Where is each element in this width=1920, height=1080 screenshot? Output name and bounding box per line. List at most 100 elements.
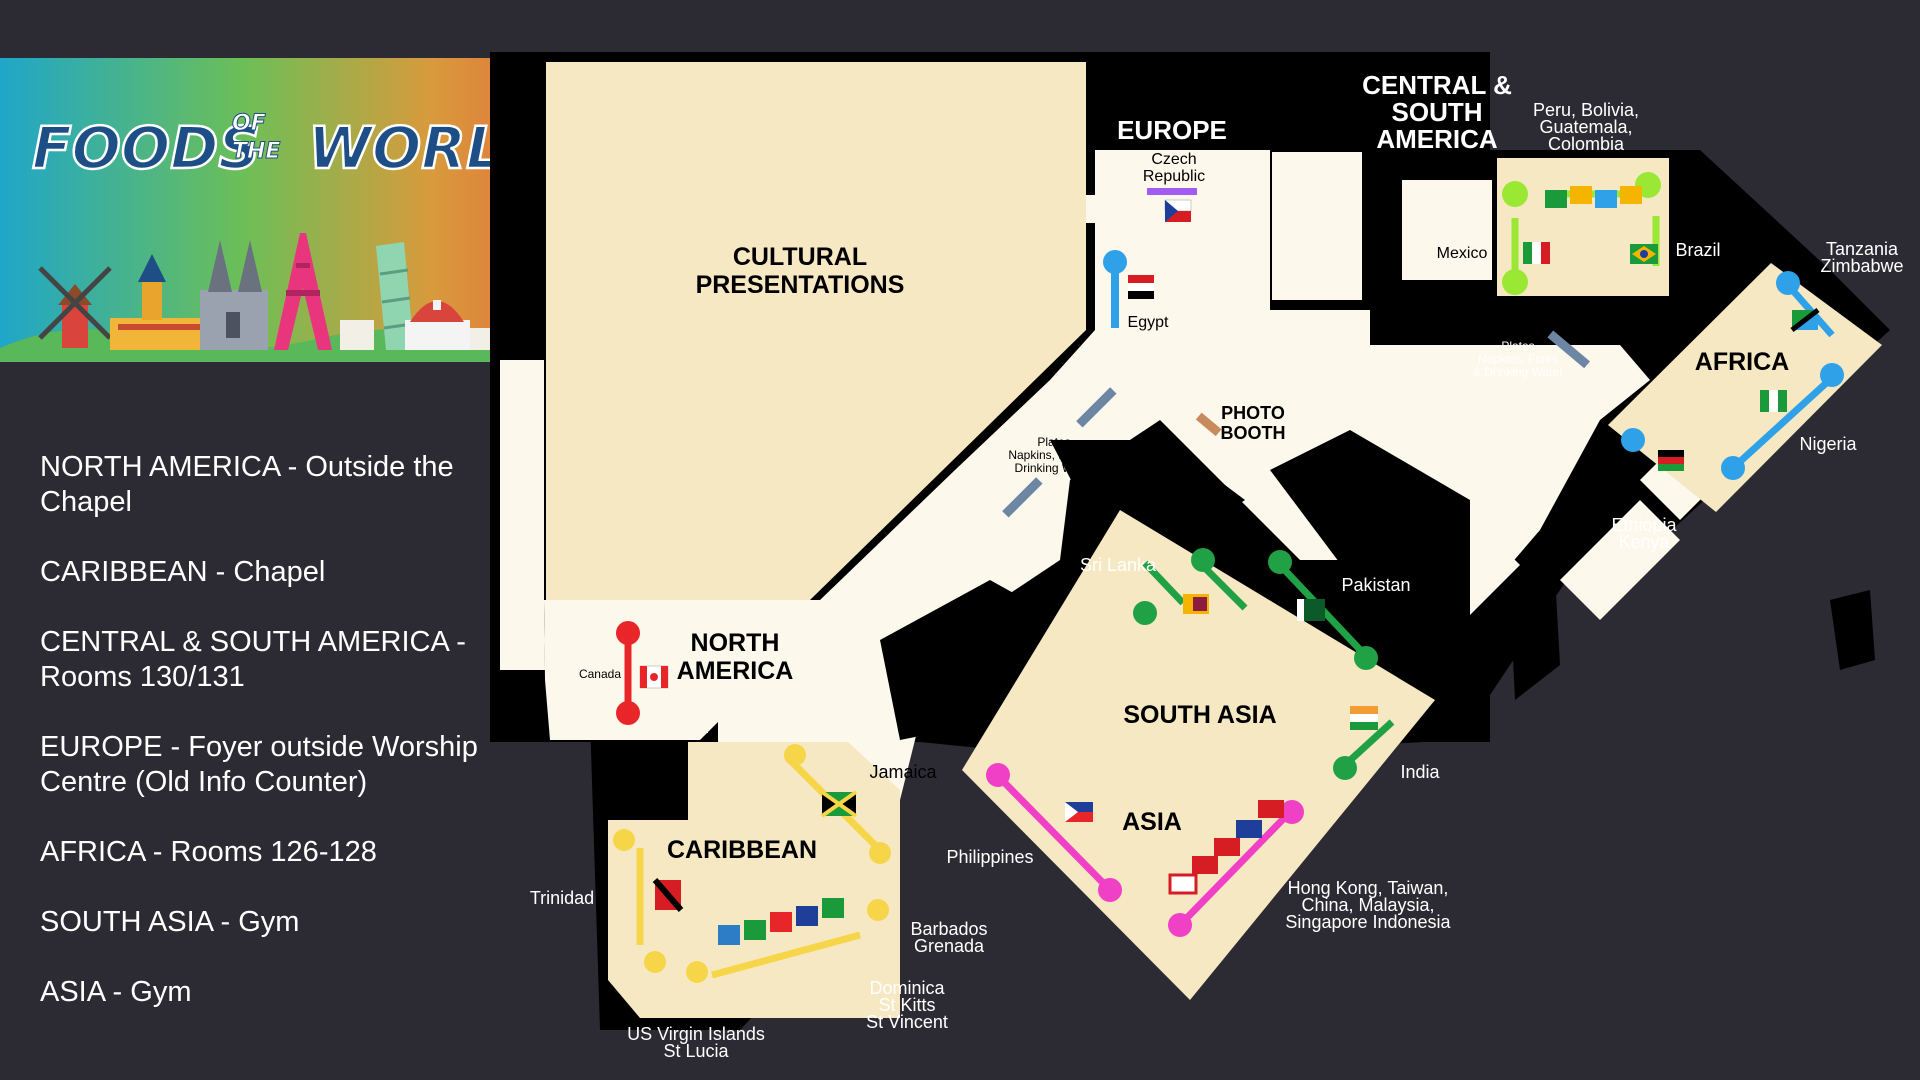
czech-label-line2: Republic: [1143, 168, 1205, 185]
mexico-label: Mexico: [1437, 245, 1488, 262]
jamaica-flag-icon: [820, 790, 858, 818]
banner-title-foods: FOODS: [32, 114, 260, 182]
south-asia-label: SOUTH ASIA: [1123, 701, 1276, 729]
photo-booth-label-line2: BOOTH: [1221, 423, 1286, 443]
trinidad-flag-icon: [652, 878, 684, 912]
dominica-label: Dominica: [869, 978, 945, 998]
hall-supplies-label-line2: Napkins, Forks &: [1008, 448, 1099, 462]
gym-south-asia-asia: SOUTH ASIA ASIA: [962, 510, 1435, 1000]
hallways: [500, 150, 1740, 820]
foods-of-the-world-banner: FOODS OF THE WORLD: [0, 58, 540, 362]
europe-label: EUROPE: [1117, 115, 1227, 145]
kenya-label: Kenya: [1618, 532, 1670, 552]
legend-item-south-asia: SOUTH ASIA - Gym: [40, 906, 300, 938]
caribbean-label: CARIBBEAN: [667, 836, 817, 864]
africa-label: AFRICA: [1695, 348, 1789, 376]
legend-item-asia: ASIA - Gym: [40, 976, 192, 1008]
canada-station-marker: [616, 701, 640, 725]
cultural-presentations-label-line1: CULTURAL: [733, 243, 867, 271]
caribbean-station-markers: [613, 744, 891, 983]
closed-areas: [880, 430, 1875, 740]
windmill-icon: [38, 266, 112, 348]
photo-booth-marker: [1195, 412, 1222, 437]
zimbabwe-label: Zimbabwe: [1820, 256, 1903, 276]
czech-table: [1147, 188, 1197, 195]
peru-label-line3: Colombia: [1548, 134, 1625, 154]
nigeria-flag-icon: [1760, 390, 1787, 412]
legend-item-caribbean: CARIBBEAN - Chapel: [40, 556, 326, 588]
cultural-presentations-room: CULTURAL PRESENTATIONS: [546, 62, 1086, 600]
pakistan-label: Pakistan: [1341, 575, 1410, 595]
africa-station-markers: [1621, 271, 1844, 480]
hall-supplies-label-line3: Drinking Water: [1015, 461, 1094, 475]
sri-lanka-flag-icon: [1183, 594, 1209, 614]
tanzania-flag-icon: [1790, 308, 1820, 332]
st-vincent-label: St Vincent: [866, 1012, 948, 1032]
philippines-flag-icon: [1065, 802, 1093, 822]
asia-flags-cluster-icon: [1168, 800, 1284, 895]
cultural-presentations-label-line2: PRESENTATIONS: [696, 271, 905, 299]
csa-flags-cluster-icon: [1545, 186, 1642, 208]
brazil-label: Brazil: [1675, 240, 1720, 260]
st-kitts-label: St Kitts: [878, 995, 935, 1015]
canada-flag-icon: [639, 665, 669, 689]
eiffel-tower-icon: [274, 233, 332, 350]
csa-label-line1: CENTRAL &: [1362, 70, 1512, 100]
caribbean-flags-cluster-icon: [718, 898, 844, 945]
asia-countries-label-line2: China, Malaysia,: [1301, 895, 1434, 915]
india-flag-icon: [1350, 706, 1378, 730]
canada-label: Canada: [579, 667, 621, 681]
tanzania-label: Tanzania: [1826, 239, 1899, 259]
peru-label-line1: Peru, Bolivia,: [1533, 100, 1639, 120]
barbados-label: Barbados: [910, 919, 987, 939]
north-america-label-line2: AMERICA: [677, 657, 794, 685]
cathedral-icon: [200, 240, 268, 350]
asia-tables: [994, 772, 1293, 928]
ethiopia-label: Ethiopia: [1611, 515, 1677, 535]
legend-item-central-south-america: CENTRAL & SOUTH AMERICA - Rooms 130/131: [40, 626, 466, 693]
africa-room: AFRICA: [1608, 263, 1882, 512]
central-south-america-room: [1497, 158, 1669, 296]
mexico-flag-icon: [1523, 242, 1550, 264]
canada-station-marker: [616, 621, 640, 645]
banner-title-of: OF: [232, 111, 266, 136]
csa-label-line2: SOUTH: [1392, 97, 1483, 127]
map-labels: EUROPE CENTRAL & SOUTH AMERICA PHOTO BOO…: [530, 70, 1904, 1061]
dome-building-icon: [405, 300, 470, 350]
legend-item-europe: EUROPE - Foyer outside Worship Centre (O…: [40, 731, 478, 798]
usvi-label: US Virgin Islands: [627, 1024, 765, 1044]
banner-title-the: THE: [232, 139, 280, 164]
philippines-label: Philippines: [946, 847, 1033, 867]
hall-supplies-label-line1: Plates: [1037, 435, 1070, 449]
grenada-label: Grenada: [914, 936, 985, 956]
csa-supplies-label-line1: Plates: [1501, 339, 1534, 353]
brazil-flag-icon: [1630, 244, 1658, 264]
caribbean-room: CARIBBEAN: [608, 742, 900, 1018]
asia-station-markers: [986, 763, 1304, 937]
asia-countries-label-line3: Singapore Indonesia: [1285, 912, 1451, 932]
legend-item-north-america: NORTH AMERICA - Outside the Chapel: [40, 451, 454, 518]
egypt-station-marker: [1103, 250, 1127, 274]
kenya-flag-icon: [1658, 450, 1684, 471]
photo-booth-label-line1: PHOTO: [1221, 403, 1285, 423]
north-america-area: Canada NORTH AMERICA: [556, 621, 793, 733]
leaning-tower-icon: [376, 242, 414, 350]
house-icon: [340, 320, 374, 350]
jamaica-label: Jamaica: [869, 762, 937, 782]
peru-label-line2: Guatemala,: [1539, 117, 1632, 137]
czech-label-line1: Czech: [1151, 151, 1196, 168]
csa-supplies-label-line2: Napkins, Forks: [1478, 352, 1558, 366]
csa-label-line3: AMERICA: [1376, 124, 1498, 154]
czech-flag-icon: [1164, 199, 1192, 222]
egypt-label: Egypt: [1128, 314, 1169, 331]
sri-lanka-label: Sri Lanka: [1080, 555, 1157, 575]
trinidad-label: Trinidad: [530, 888, 594, 908]
north-america-label-line1: NORTH: [691, 629, 780, 657]
pakistan-flag-icon: [1297, 599, 1325, 621]
st-lucia-label: St Lucia: [663, 1041, 729, 1061]
asia-label: ASIA: [1122, 808, 1182, 836]
nigeria-label: Nigeria: [1799, 434, 1857, 454]
landmarks-illustration: [0, 233, 540, 362]
location-legend: NORTH AMERICA - Outside the Chapel CARIB…: [40, 450, 500, 1045]
